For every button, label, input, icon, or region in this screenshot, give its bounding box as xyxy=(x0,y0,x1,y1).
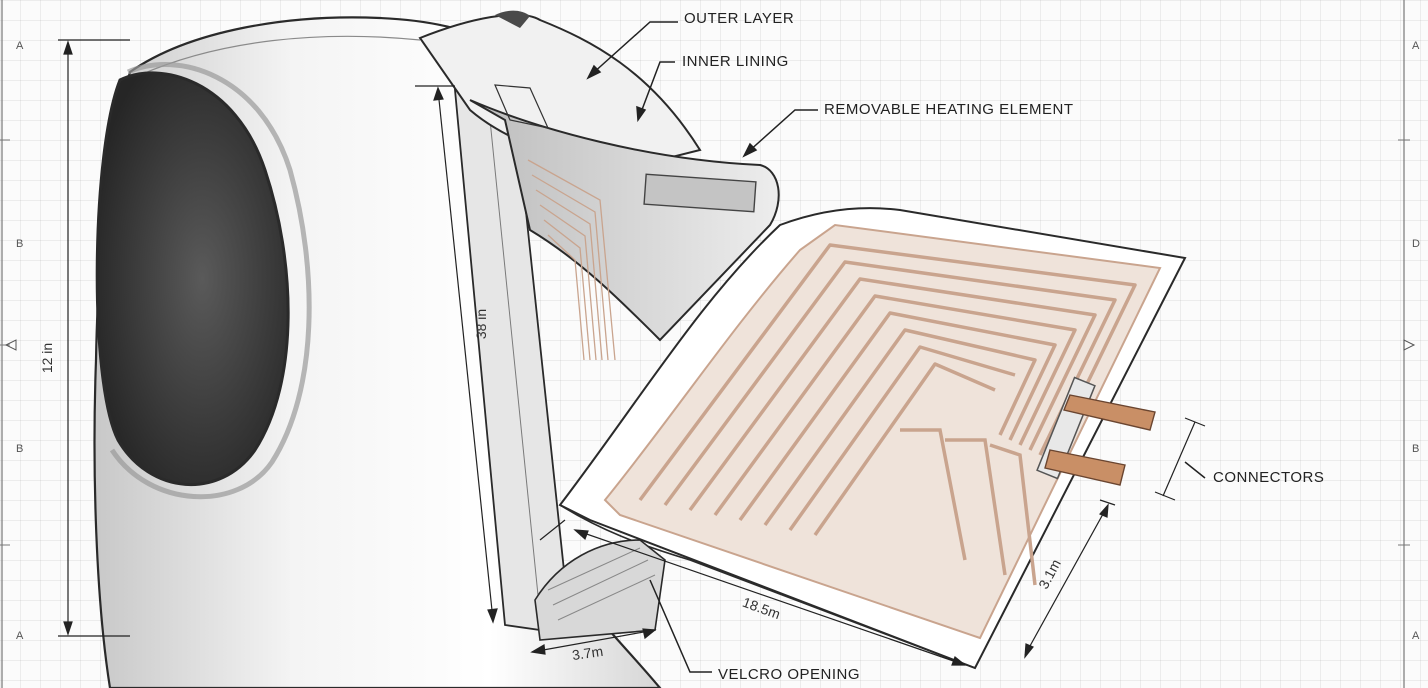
margin-letter-left-1: A xyxy=(16,40,24,52)
margin-letter-right-1: A xyxy=(1412,40,1420,52)
callout-connectors: CONNECTORS xyxy=(1213,469,1325,486)
lining-label-patch xyxy=(643,173,757,213)
inner-lining xyxy=(469,99,780,342)
leader-lines xyxy=(586,21,1206,673)
connector-tab-upper xyxy=(1063,394,1156,431)
margin-letter-right-3: B xyxy=(1412,443,1420,455)
callout-outer-layer: OUTER LAYER xyxy=(684,10,795,27)
interior-traces xyxy=(527,159,616,361)
dimension-lines xyxy=(58,39,1206,666)
margin-letter-right-4: A xyxy=(1412,630,1420,642)
margin-letter-left-3: B xyxy=(16,443,24,455)
callout-inner-lining: INNER LINING xyxy=(682,53,789,70)
connector-tab-lower xyxy=(1044,449,1126,486)
margin-letter-left-2: B xyxy=(16,238,24,250)
heating-element xyxy=(558,207,1187,670)
armhole xyxy=(95,71,290,486)
velcro-flap xyxy=(534,539,666,641)
margin-letter-left-4: A xyxy=(16,630,24,642)
margin-letter-right-2: D xyxy=(1412,238,1420,250)
callout-velcro-opening: VELCRO OPENING xyxy=(718,666,861,683)
callout-heating-element: REMOVABLE HEATING ELEMENT xyxy=(824,101,1074,118)
dim-vest-height: 12 in xyxy=(39,342,56,374)
dim-panel-length: 38 in xyxy=(473,308,490,340)
